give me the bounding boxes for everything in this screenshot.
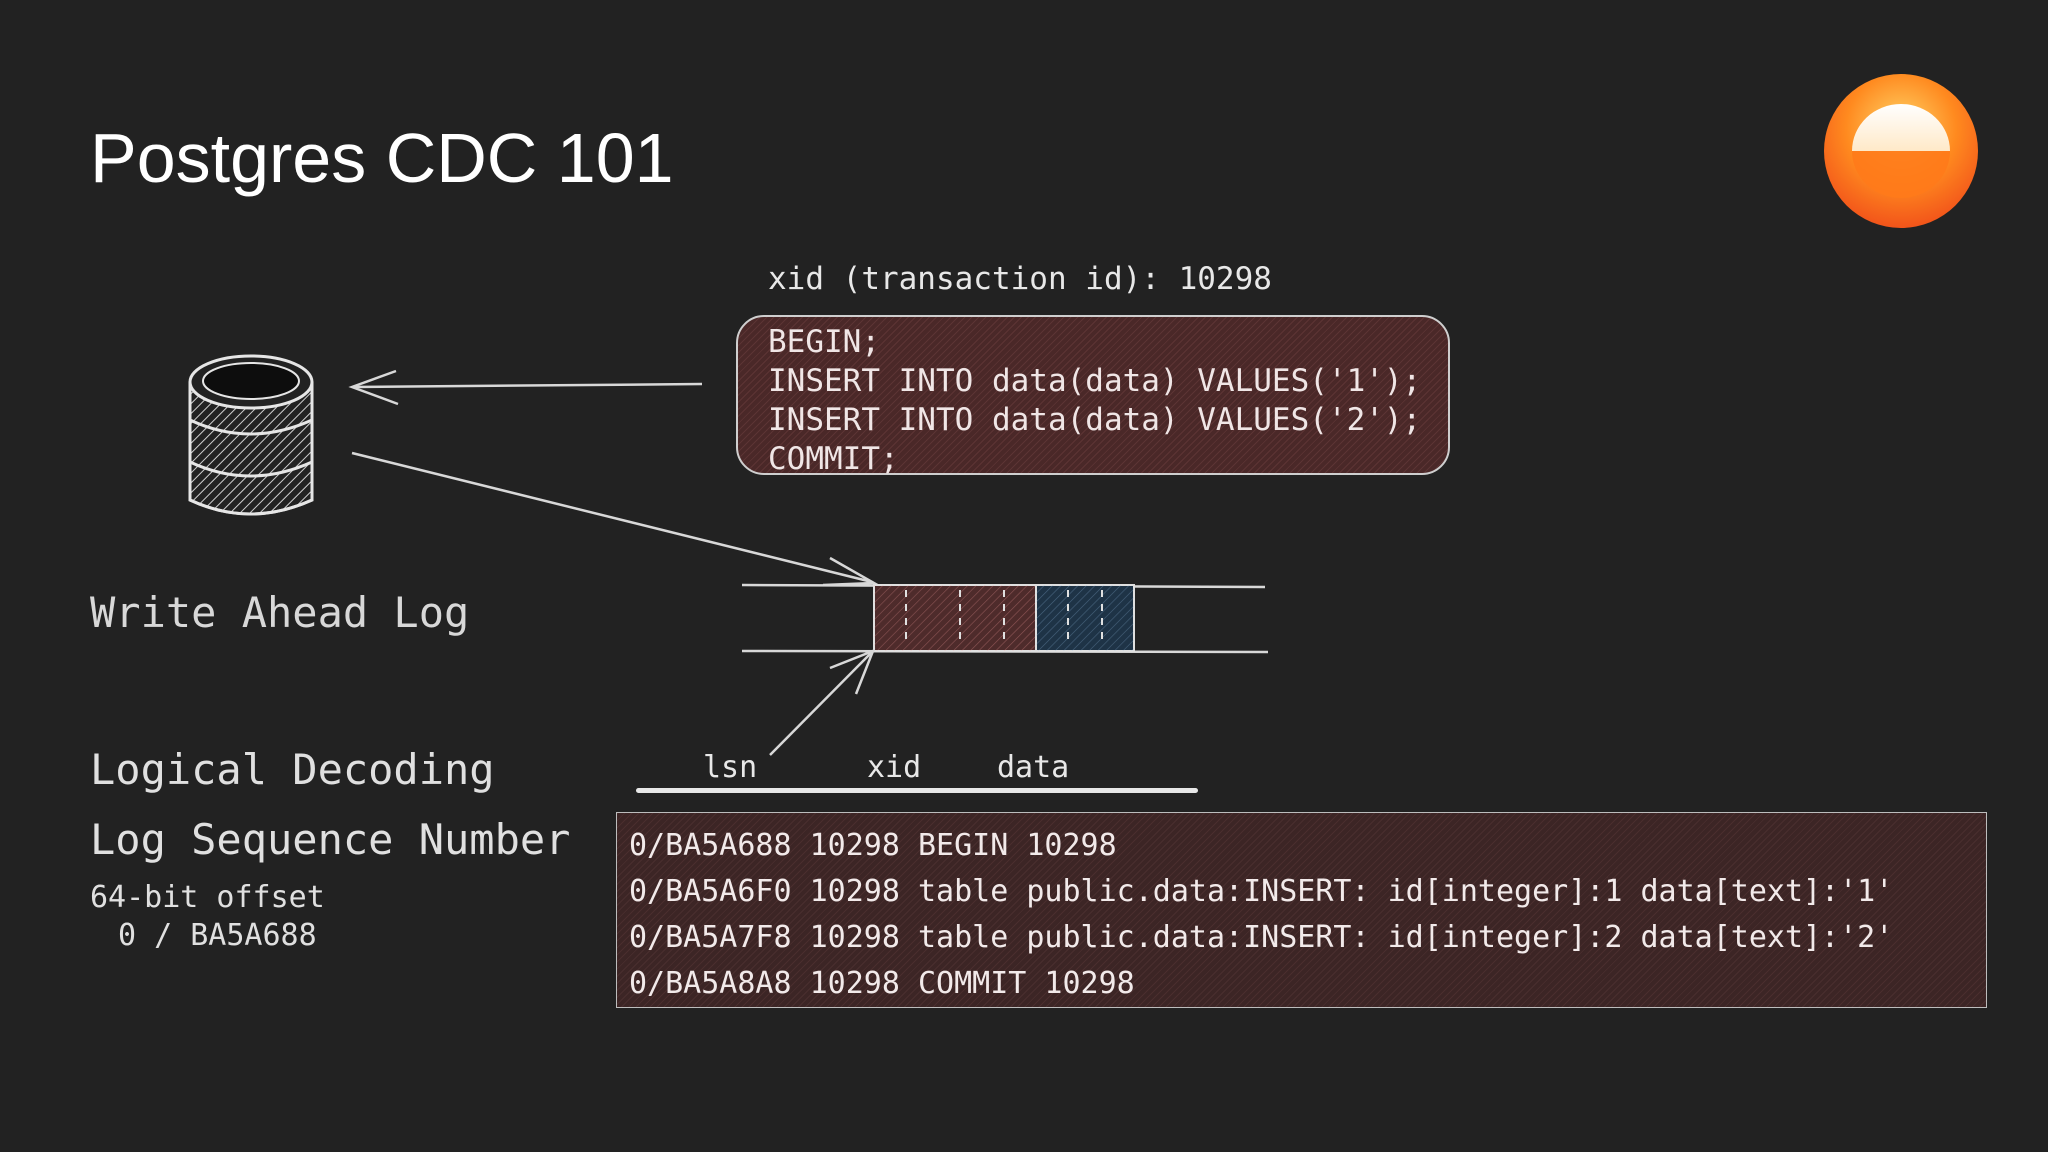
log-row: 0/BA5A688 10298 BEGIN 10298 <box>629 828 1117 863</box>
logo-icon <box>1824 74 1978 228</box>
log-row: 0/BA5A6F0 10298 table public.data:INSERT… <box>629 874 1894 909</box>
sql-statement: COMMIT; <box>768 441 899 477</box>
log-row: 0/BA5A7F8 10298 table public.data:INSERT… <box>629 920 1894 955</box>
logical-decoding-label: Logical Decoding <box>90 745 495 794</box>
offset-description: 64-bit offset <box>90 880 325 915</box>
database-icon <box>188 354 314 516</box>
log-row: 0/BA5A8A8 10298 COMMIT 10298 <box>629 966 1135 1001</box>
wal-strip <box>741 583 1269 654</box>
column-header-data: data <box>997 750 1070 785</box>
column-header-underline <box>636 788 1198 793</box>
arrow-transaction-to-database <box>348 369 703 406</box>
sql-statement: INSERT INTO data(data) VALUES('2'); <box>768 402 1422 438</box>
decoded-log-box: 0/BA5A688 10298 BEGIN 10298 0/BA5A6F0 10… <box>616 812 1987 1008</box>
write-ahead-log-label: Write Ahead Log <box>90 588 470 637</box>
transaction-statements-box: BEGIN; INSERT INTO data(data) VALUES('1'… <box>736 315 1450 477</box>
column-header-lsn: lsn <box>703 750 758 785</box>
sql-statement: BEGIN; <box>768 324 880 360</box>
slide-title: Postgres CDC 101 <box>90 119 674 197</box>
transaction-id-header: xid (transaction id): 10298 <box>768 261 1272 297</box>
offset-example: 0 / BA5A688 <box>118 918 317 953</box>
sql-statement: INSERT INTO data(data) VALUES('1'); <box>768 363 1422 399</box>
arrow-lsn-to-wal <box>769 648 876 756</box>
column-header-xid: xid <box>867 750 922 785</box>
log-sequence-number-label: Log Sequence Number <box>90 815 571 864</box>
